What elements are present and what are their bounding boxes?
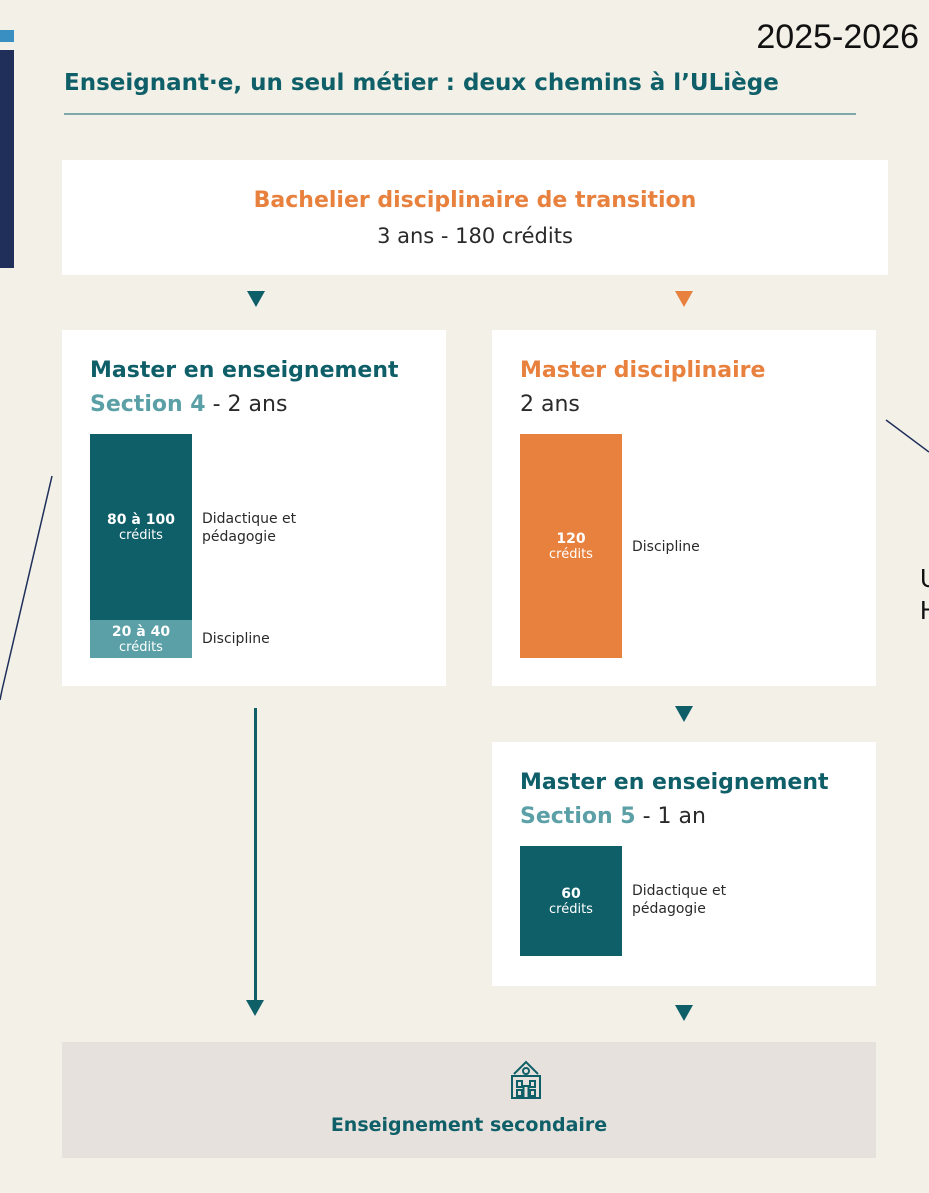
bar-label: Didactique et pédagogie	[202, 510, 296, 546]
path-connector-line	[254, 708, 257, 1000]
title-underline	[64, 113, 856, 115]
credits-bar-didactique: 60 crédits	[520, 846, 622, 956]
credits-value: 120	[556, 530, 586, 547]
side-text-line: H	[920, 594, 929, 626]
credits-value: 80 à 100	[107, 511, 175, 528]
bachelor-detail: 3 ans - 180 crédits	[377, 224, 573, 248]
decorative-line	[0, 689, 3, 701]
credits-unit: crédits	[549, 901, 593, 917]
master-disciplinaire-card: Master disciplinaire 2 ans 120 crédits D…	[492, 330, 876, 686]
card-title: Master en enseignement	[90, 358, 399, 383]
bar-label-line: Didactique et	[202, 511, 297, 527]
bar-label-line: pédagogie	[632, 901, 706, 917]
arrow-down-icon	[675, 291, 693, 307]
section-label: Section 4	[90, 392, 206, 417]
credits-unit: crédits	[549, 546, 593, 562]
section-label: Section 5	[520, 804, 636, 829]
duration-label: - 2 ans	[205, 392, 288, 417]
arrow-down-icon	[247, 291, 265, 307]
card-subtitle: Section 5 - 1 an	[520, 804, 706, 829]
master-section4-card: Master en enseignement Section 4 - 2 ans…	[62, 330, 446, 686]
enseignement-secondaire-box: Enseignement secondaire	[62, 1042, 876, 1158]
credits-value: 60	[561, 885, 581, 902]
bachelor-name: Bachelier disciplinaire de transition	[253, 188, 697, 213]
arrow-down-icon	[675, 706, 693, 722]
left-accent-mark	[0, 30, 14, 42]
credits-bar-discipline: 120 crédits	[520, 434, 622, 658]
credits-unit: crédits	[119, 527, 163, 543]
academic-year: 2025-2026	[756, 18, 919, 56]
bar-label: Discipline	[632, 539, 700, 555]
school-building-icon	[511, 1060, 541, 1099]
card-subtitle: Section 4 - 2 ans	[90, 392, 287, 417]
duration-label: - 1 an	[635, 804, 706, 829]
credits-unit: crédits	[119, 639, 163, 655]
arrow-down-icon	[675, 1005, 693, 1021]
clipped-side-text: U H	[920, 562, 929, 626]
final-label: Enseignement secondaire	[330, 1114, 608, 1136]
credits-bar-didactique: 80 à 100 crédits	[90, 434, 192, 620]
bar-label-line: pédagogie	[202, 529, 276, 545]
arrow-down-icon	[246, 1000, 264, 1016]
card-title: Master disciplinaire	[520, 358, 766, 383]
master-section5-card: Master en enseignement Section 5 - 1 an …	[492, 742, 876, 986]
duration-label: 2 ans	[520, 392, 580, 417]
decorative-line	[1, 475, 53, 691]
left-edge-panel	[0, 50, 14, 268]
page-title: Enseignant·e, un seul métier : deux chem…	[64, 70, 779, 96]
card-title: Master en enseignement	[520, 770, 829, 795]
credits-value: 20 à 40	[111, 623, 171, 640]
bar-label: Discipline	[202, 631, 270, 647]
bar-label-line: Didactique et	[632, 883, 727, 899]
decorative-line	[885, 419, 929, 453]
credits-bar-discipline: 20 à 40 crédits	[90, 620, 192, 658]
bachelor-card: Bachelier disciplinaire de transition 3 …	[62, 160, 888, 275]
side-text-line: U	[920, 562, 929, 594]
bar-label: Didactique et pédagogie	[632, 882, 726, 918]
